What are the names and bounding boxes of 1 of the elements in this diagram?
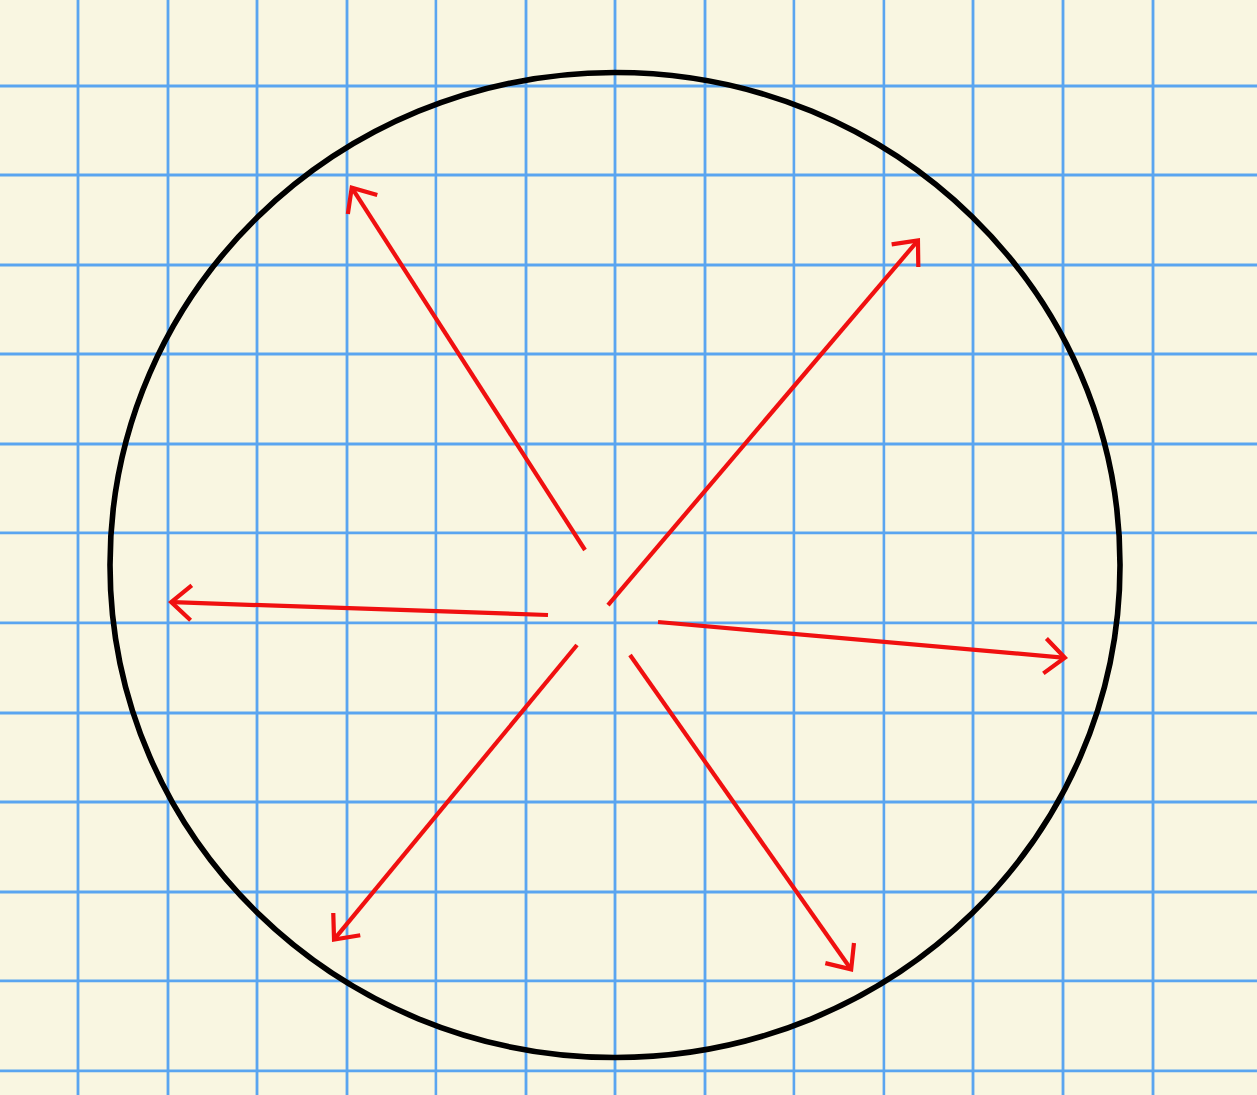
circle <box>107 69 1123 1061</box>
